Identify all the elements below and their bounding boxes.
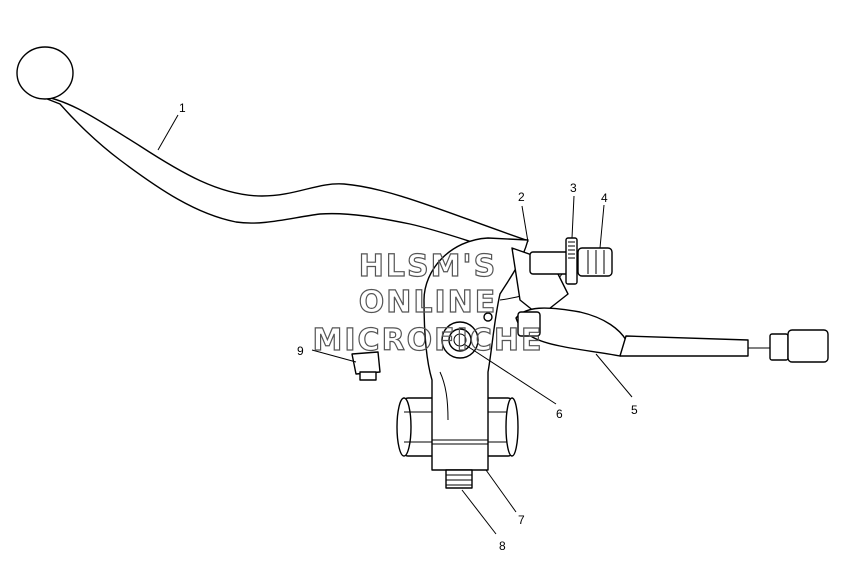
watermark-line-1: HLSM'S bbox=[359, 249, 497, 284]
callout-6: 6 bbox=[556, 407, 563, 421]
bottom-screw bbox=[445, 469, 473, 489]
callout-4: 4 bbox=[601, 191, 608, 205]
callout-7: 7 bbox=[518, 513, 525, 527]
callout-5: 5 bbox=[631, 403, 638, 417]
callout-3: 3 bbox=[570, 181, 577, 195]
clutch-lever-blade bbox=[16, 46, 527, 257]
watermark-line-2: ONLINE bbox=[359, 285, 498, 320]
callout-8: 8 bbox=[499, 539, 506, 553]
watermark: HLSM'S ONLINE MICROFICHE bbox=[312, 248, 544, 358]
lever-perch-housing bbox=[423, 237, 569, 471]
pivot-bolt bbox=[441, 321, 479, 359]
leader-lines bbox=[157, 114, 633, 535]
set-screw bbox=[483, 312, 493, 322]
watermark-line-3: MICROFICHE bbox=[313, 323, 544, 358]
callouts: 1 2 3 4 5 6 7 8 9 bbox=[179, 101, 638, 553]
bolt-nine bbox=[351, 351, 381, 381]
cable-adjuster bbox=[529, 237, 613, 285]
callout-9: 9 bbox=[297, 344, 304, 358]
callout-1: 1 bbox=[179, 101, 186, 115]
callout-2: 2 bbox=[518, 190, 525, 204]
clutch-cable bbox=[515, 307, 829, 363]
